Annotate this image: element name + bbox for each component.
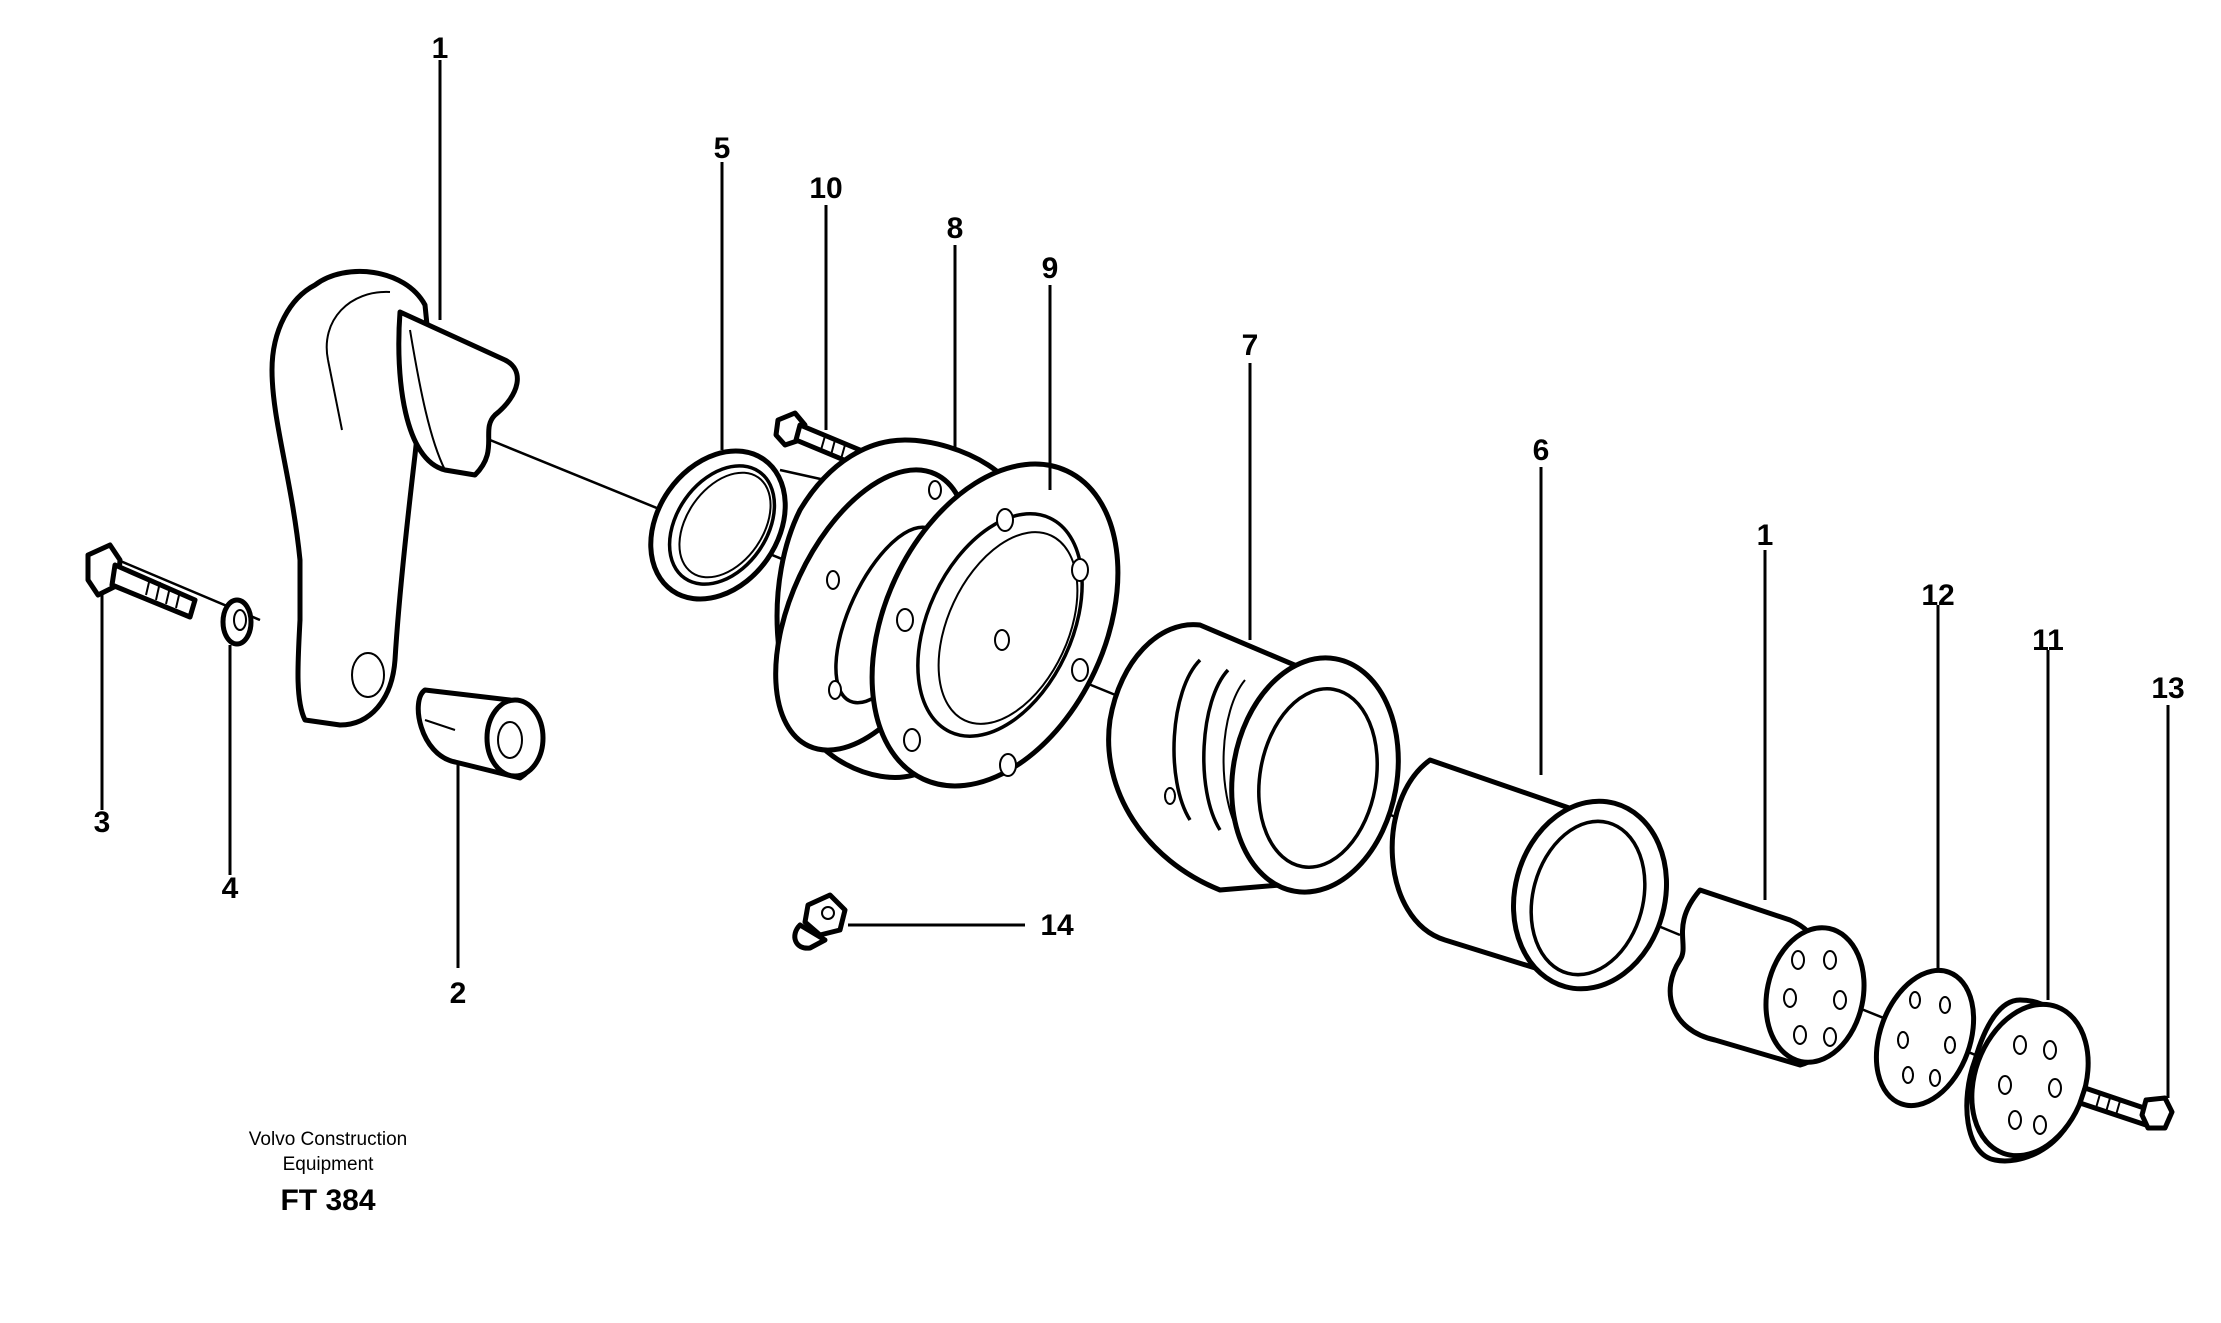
callout-14: 14 — [1040, 909, 1074, 942]
callout-1-top: 1 — [432, 32, 449, 65]
part-13-bolt — [2077, 1085, 2175, 1131]
callout-6: 6 — [1533, 434, 1550, 467]
part-6-sleeve — [1389, 757, 1670, 992]
part-3-bolt — [85, 542, 198, 620]
part-10-bolt — [773, 410, 863, 468]
footer-credit: Volvo Construction Equipment FT 384 — [249, 1129, 407, 1217]
footer-line-2: Equipment — [283, 1154, 375, 1175]
part-14-grease-nipple — [792, 892, 848, 951]
leader-lines — [100, 60, 2170, 1098]
callout-9: 9 — [1042, 252, 1059, 285]
callout-7: 7 — [1242, 329, 1259, 362]
part-7-bearing-housing — [1106, 622, 1401, 895]
part-1-lever-arm — [269, 268, 520, 728]
part-12-shim — [1873, 967, 1977, 1109]
callout-1-right: 1 — [1757, 519, 1774, 552]
callout-10: 10 — [809, 172, 842, 205]
callout-4: 4 — [222, 872, 239, 905]
part-11-cover-plate — [1964, 997, 2091, 1164]
callout-11: 11 — [2032, 624, 2064, 657]
callouts: 1 2 3 4 5 10 8 9 7 6 1 12 11 13 14 — [94, 32, 2185, 1010]
part-2-bushing — [415, 687, 546, 781]
callout-12: 12 — [1921, 579, 1954, 612]
part-4-washer — [220, 597, 254, 647]
callout-8: 8 — [947, 212, 964, 245]
part-1-pin — [1667, 887, 1867, 1068]
callout-5: 5 — [714, 132, 731, 165]
part-5-seal-ring — [648, 448, 788, 602]
part-9-gasket-plate — [869, 461, 1121, 789]
callout-2: 2 — [450, 977, 467, 1010]
callout-13: 13 — [2151, 672, 2184, 705]
figure-code: FT 384 — [280, 1184, 375, 1217]
callout-3: 3 — [94, 806, 111, 839]
footer-line-1: Volvo Construction — [249, 1129, 407, 1150]
